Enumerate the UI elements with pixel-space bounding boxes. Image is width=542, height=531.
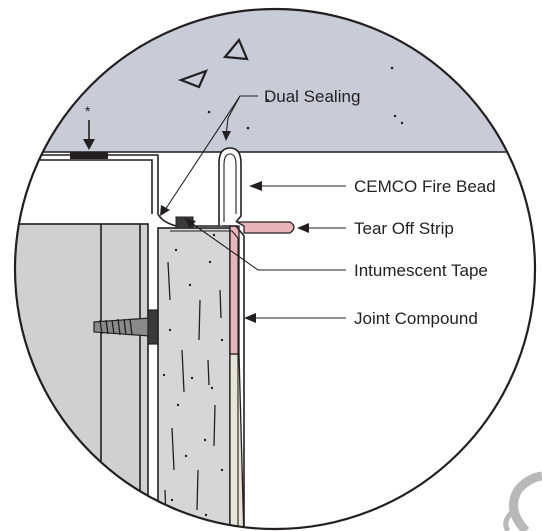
tear-off-tab (234, 221, 295, 234)
screw-fastener (93, 309, 159, 345)
footnote-marker: * (85, 103, 91, 119)
leader-joint-compound (244, 313, 346, 323)
label-dual-sealing: Dual Sealing (264, 87, 360, 106)
label-tear-off-strip: Tear Off Strip (354, 219, 454, 238)
label-joint-compound: Joint Compound (354, 309, 478, 328)
detail-circle-outline (13, 7, 537, 531)
gasket-marker (70, 152, 108, 159)
leader-intumescent (184, 218, 346, 271)
concrete-deck (15, 9, 535, 152)
fire-bead-profile (176, 225, 245, 529)
aggregate-triangle (222, 37, 249, 61)
wallboard-specks (162, 233, 224, 517)
leader-fire-bead (249, 181, 346, 191)
bead-sealing-loop (218, 147, 242, 226)
leader-dual-sealing (160, 95, 258, 216)
gypsum-wallboard (157, 227, 231, 529)
leader-tear-off (297, 223, 346, 233)
label-intumescent-tape: Intumescent Tape (354, 261, 488, 280)
brand-logo-partial (503, 471, 542, 531)
stud-panel (15, 223, 149, 529)
aggregate-specks (207, 66, 404, 130)
aggregate-triangle (177, 69, 209, 89)
label-fire-bead: CEMCO Fire Bead (354, 177, 496, 196)
